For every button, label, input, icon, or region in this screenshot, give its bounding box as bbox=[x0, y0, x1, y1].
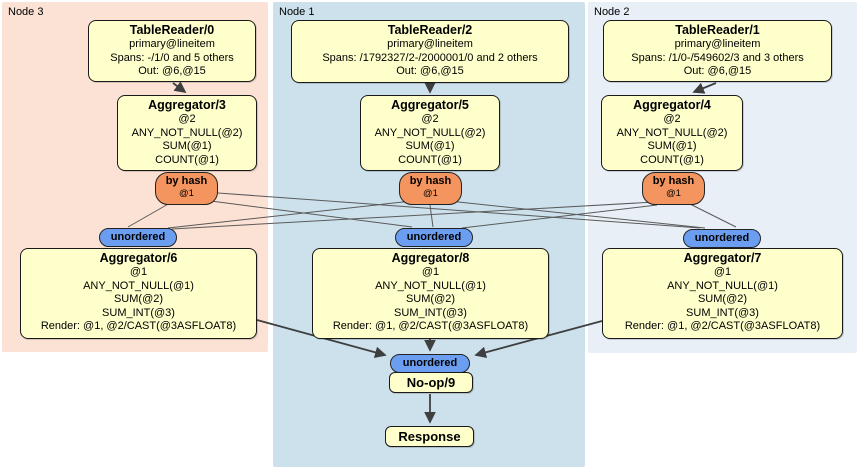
router-stream: @1 bbox=[423, 188, 438, 199]
processor-title: Aggregator/4 bbox=[633, 98, 711, 112]
processor-detail: @2 bbox=[421, 113, 439, 125]
processor-detail: Spans: /1792327/2-/2000001/0 and 2 other… bbox=[322, 51, 538, 64]
node2-label: Node 2 bbox=[594, 6, 630, 18]
processor-detail: Spans: -/1/0 and 5 others bbox=[110, 51, 234, 64]
processor-title: No-op/9 bbox=[406, 375, 456, 390]
processor-detail: @1 bbox=[129, 266, 148, 278]
processor-detail: Render: @1, @2/CAST(@3ASFLOAT8) bbox=[624, 320, 821, 332]
processor-title: TableReader/2 bbox=[387, 23, 473, 37]
tablereader-1-box: TableReader/1 primary@lineitem Spans: /1… bbox=[603, 20, 832, 82]
processor-detail: COUNT(@1) bbox=[398, 153, 462, 166]
processor-detail: SUM(@2) bbox=[113, 293, 164, 305]
router-label: by hash bbox=[409, 175, 452, 187]
processor-detail: SUM_INT(@3) bbox=[686, 306, 759, 319]
processor-detail: COUNT(@1) bbox=[640, 153, 704, 166]
processor-detail: @2 bbox=[178, 113, 196, 125]
processor-detail: SUM(@1) bbox=[162, 140, 212, 152]
processor-detail: ANY_NOT_NULL(@1) bbox=[667, 279, 778, 292]
sync-label: unordered bbox=[110, 231, 166, 243]
unordered-sync-node3: unordered bbox=[99, 228, 177, 247]
processor-detail: SUM(@2) bbox=[697, 293, 748, 305]
processor-detail: SUM(@2) bbox=[405, 293, 456, 305]
processor-detail: Render: @1, @2/CAST(@3ASFLOAT8) bbox=[40, 320, 237, 332]
processor-detail: ANY_NOT_NULL(@2) bbox=[616, 126, 728, 139]
aggregator-4-box: Aggregator/4 @2 ANY_NOT_NULL(@2) SUM(@1)… bbox=[601, 95, 743, 171]
node3-label: Node 3 bbox=[8, 6, 44, 18]
processor-detail: @1 bbox=[713, 266, 732, 278]
sync-label: unordered bbox=[694, 232, 750, 244]
processor-detail: Out: @6,@15 bbox=[683, 65, 752, 77]
aggregator-7-box: Aggregator/7 @1 ANY_NOT_NULL(@1) SUM(@2)… bbox=[602, 248, 843, 339]
processor-detail: primary@lineitem bbox=[674, 38, 761, 50]
unordered-sync-final: unordered bbox=[390, 354, 470, 373]
processor-title: Aggregator/7 bbox=[683, 251, 762, 265]
processor-title: Aggregator/8 bbox=[391, 251, 470, 265]
processor-detail: primary@lineitem bbox=[129, 38, 215, 50]
by-hash-router-node2: by hash @1 bbox=[642, 172, 705, 205]
aggregator-5-box: Aggregator/5 @2 ANY_NOT_NULL(@2) SUM(@1)… bbox=[360, 95, 500, 171]
processor-detail: ANY_NOT_NULL(@1) bbox=[375, 279, 486, 292]
router-stream: @1 bbox=[179, 188, 194, 199]
aggregator-6-box: Aggregator/6 @1 ANY_NOT_NULL(@1) SUM(@2)… bbox=[20, 248, 257, 339]
processor-detail: SUM(@1) bbox=[405, 140, 455, 152]
processor-detail: ANY_NOT_NULL(@2) bbox=[131, 126, 243, 139]
processor-title: Aggregator/5 bbox=[391, 98, 469, 112]
router-label: by hash bbox=[652, 175, 695, 187]
sync-label: unordered bbox=[406, 231, 462, 243]
processor-title: Aggregator/3 bbox=[148, 98, 226, 112]
unordered-sync-node1: unordered bbox=[395, 228, 473, 247]
processor-detail: COUNT(@1) bbox=[155, 153, 219, 166]
processor-detail: SUM(@1) bbox=[647, 140, 697, 152]
by-hash-router-node3: by hash @1 bbox=[155, 172, 218, 205]
processor-detail: primary@lineitem bbox=[387, 38, 473, 50]
router-stream: @1 bbox=[666, 188, 681, 199]
processor-detail: @1 bbox=[421, 266, 440, 278]
tablereader-2-box: TableReader/2 primary@lineitem Spans: /1… bbox=[291, 20, 569, 83]
router-label: by hash bbox=[165, 175, 208, 187]
sync-label: unordered bbox=[402, 357, 458, 369]
response-box: Response bbox=[385, 426, 474, 447]
unordered-sync-node2: unordered bbox=[683, 229, 761, 248]
tablereader-0-box: TableReader/0 primary@lineitem Spans: -/… bbox=[88, 20, 256, 82]
processor-detail: @2 bbox=[663, 113, 681, 125]
processor-title: TableReader/0 bbox=[129, 23, 215, 37]
noop-box: No-op/9 bbox=[389, 372, 473, 393]
processor-detail: ANY_NOT_NULL(@2) bbox=[374, 126, 486, 139]
by-hash-router-node1: by hash @1 bbox=[399, 172, 462, 205]
processor-title: Response bbox=[398, 429, 461, 444]
processor-title: Aggregator/6 bbox=[99, 251, 178, 265]
processor-detail: Spans: /1/0-/549602/3 and 3 others bbox=[631, 51, 804, 64]
aggregator-3-box: Aggregator/3 @2 ANY_NOT_NULL(@2) SUM(@1)… bbox=[117, 95, 257, 171]
processor-detail: Out: @6,@15 bbox=[396, 65, 464, 77]
processor-detail: ANY_NOT_NULL(@1) bbox=[83, 279, 194, 292]
processor-detail: SUM_INT(@3) bbox=[394, 306, 467, 319]
processor-detail: Out: @6,@15 bbox=[138, 65, 206, 77]
aggregator-8-box: Aggregator/8 @1 ANY_NOT_NULL(@1) SUM(@2)… bbox=[312, 248, 549, 339]
processor-detail: SUM_INT(@3) bbox=[102, 306, 175, 319]
processor-title: TableReader/1 bbox=[675, 23, 760, 37]
processor-detail: Render: @1, @2/CAST(@3ASFLOAT8) bbox=[332, 320, 529, 332]
node1-label: Node 1 bbox=[279, 6, 315, 18]
